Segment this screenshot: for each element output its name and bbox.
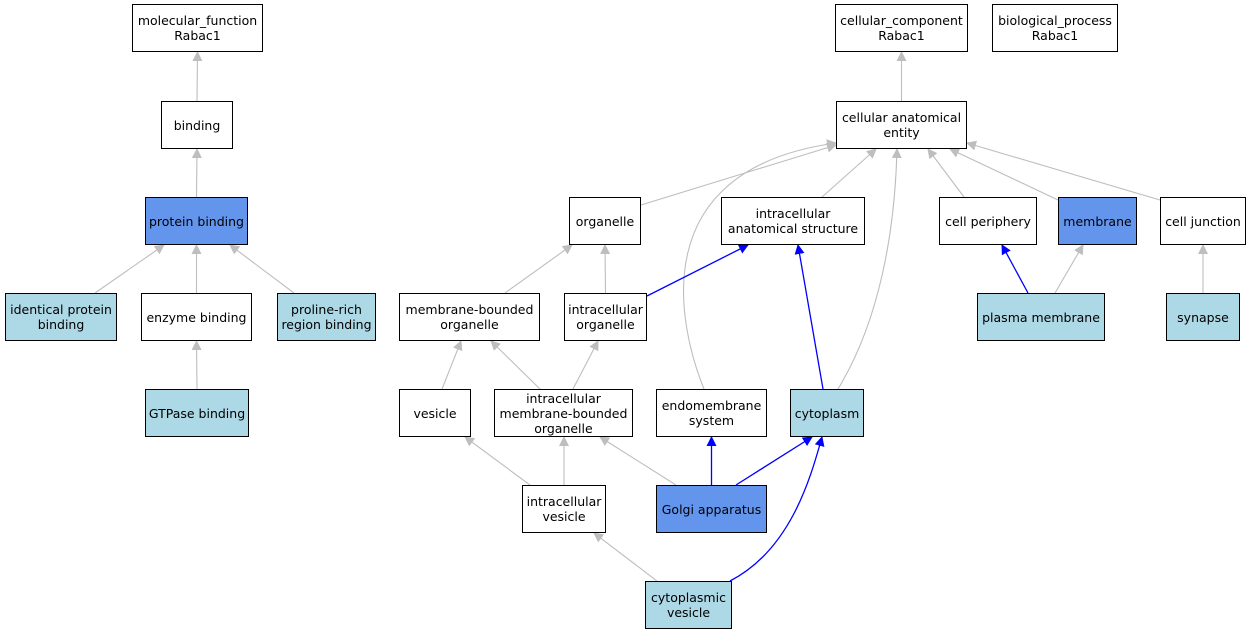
edge-cell-periphery-to-cae [927, 148, 965, 198]
edge-iv-to-vesicle [464, 436, 531, 486]
node-label: Golgi apparatus [661, 501, 762, 517]
node-mf-root[interactable]: molecular_function Rabac1 [132, 4, 263, 52]
node-label: cell junction [1165, 213, 1241, 229]
node-enzyme-binding[interactable]: enzyme binding [141, 293, 252, 341]
node-label: molecular_function Rabac1 [137, 13, 258, 43]
edge-cytoplasm-to-ias [794, 244, 824, 390]
node-golgi[interactable]: Golgi apparatus [656, 485, 767, 533]
node-label: membrane-bounded organelle [405, 302, 534, 332]
node-label: synapse [1177, 309, 1229, 325]
node-membrane[interactable]: membrane [1058, 197, 1137, 245]
edge-vesicle-to-mbo [441, 340, 463, 390]
edge-organelle-to-cae [640, 142, 837, 206]
node-label: endomembrane system [661, 398, 762, 428]
node-label: intracellular membrane-bounded organelle [499, 390, 628, 436]
node-proline-rich[interactable]: proline-rich region binding [277, 293, 376, 341]
node-iv[interactable]: intracellular vesicle [522, 485, 606, 533]
edge-plasma-membrane-to-cell-periphery [1001, 244, 1029, 294]
node-vesicle[interactable]: vesicle [399, 389, 471, 437]
edge-binding-to-mf-root [192, 51, 203, 102]
node-plasma-membrane[interactable]: plasma membrane [977, 293, 1105, 341]
node-label: cell periphery [945, 213, 1031, 229]
node-binding[interactable]: binding [161, 101, 233, 149]
node-imbo[interactable]: intracellular membrane-bounded organelle [494, 389, 633, 437]
edge-golgi-to-cytoplasm [735, 436, 813, 486]
node-io[interactable]: intracellular organelle [564, 293, 647, 341]
node-gtpase-binding[interactable]: GTPase binding [145, 389, 249, 437]
node-label: biological_process Rabac1 [998, 13, 1112, 43]
node-label: identical protein binding [10, 302, 112, 332]
edge-imbo-to-io [572, 340, 599, 390]
node-label: cellular_component Rabac1 [840, 13, 963, 43]
edge-mbo-to-organelle [504, 244, 573, 294]
node-cytoplasm[interactable]: cytoplasm [790, 389, 864, 437]
node-label: GTPase binding [148, 405, 246, 421]
node-cae[interactable]: cellular anatomical entity [836, 101, 967, 149]
node-bp-root[interactable]: biological_process Rabac1 [992, 4, 1118, 52]
edge-ias-to-cae [821, 148, 877, 198]
node-label: intracellular anatomical structure [727, 206, 859, 236]
edge-cyto-vesicle-to-iv [593, 532, 658, 582]
edge-endomembrane-to-cae [682, 139, 837, 390]
node-label: plasma membrane [982, 309, 1100, 325]
edge-cell-junction-to-cae [966, 140, 1161, 201]
node-mbo[interactable]: membrane-bounded organelle [399, 293, 540, 341]
edge-protein-binding-to-binding [191, 148, 202, 198]
edge-membrane-to-cae [949, 148, 1059, 201]
node-label: intracellular organelle [568, 302, 643, 332]
node-label: binding [173, 117, 221, 133]
edge-gtpase-binding-to-enzyme-binding [191, 340, 202, 390]
node-cyto-vesicle[interactable]: cytoplasmic vesicle [645, 581, 732, 629]
edge-cytoplasm-to-cae [837, 148, 902, 390]
edge-imbo-to-mbo [490, 340, 541, 390]
node-label: membrane [1063, 213, 1132, 229]
node-label: organelle [575, 213, 635, 229]
node-cc-root[interactable]: cellular_component Rabac1 [835, 4, 968, 52]
node-organelle[interactable]: organelle [569, 197, 641, 245]
node-cell-junction[interactable]: cell junction [1160, 197, 1246, 245]
node-synapse[interactable]: synapse [1166, 293, 1240, 341]
node-label: proline-rich region binding [281, 302, 372, 332]
node-label: intracellular vesicle [526, 494, 602, 524]
edge-io-to-organelle [600, 244, 611, 294]
node-protein-binding[interactable]: protein binding [145, 197, 248, 245]
edge-proline-rich-to-protein-binding [229, 244, 295, 294]
node-label: cytoplasm [794, 405, 860, 421]
edge-plasma-membrane-to-membrane [1054, 244, 1084, 294]
node-label: protein binding [148, 213, 244, 229]
edge-io-to-ias [646, 244, 749, 297]
node-label: vesicle [413, 405, 457, 421]
edge-identical-protein-binding-to-protein-binding [94, 244, 165, 294]
node-endomembrane[interactable]: endomembrane system [656, 389, 767, 437]
node-label: cellular anatomical entity [841, 110, 962, 140]
node-label: enzyme binding [146, 309, 247, 325]
node-ias[interactable]: intracellular anatomical structure [721, 197, 865, 245]
node-identical-protein-binding[interactable]: identical protein binding [5, 293, 117, 341]
node-label: cytoplasmic vesicle [651, 590, 726, 620]
edge-cyto-vesicle-to-cytoplasm [729, 436, 825, 582]
node-cell-periphery[interactable]: cell periphery [939, 197, 1037, 245]
edge-golgi-to-imbo [599, 436, 677, 486]
